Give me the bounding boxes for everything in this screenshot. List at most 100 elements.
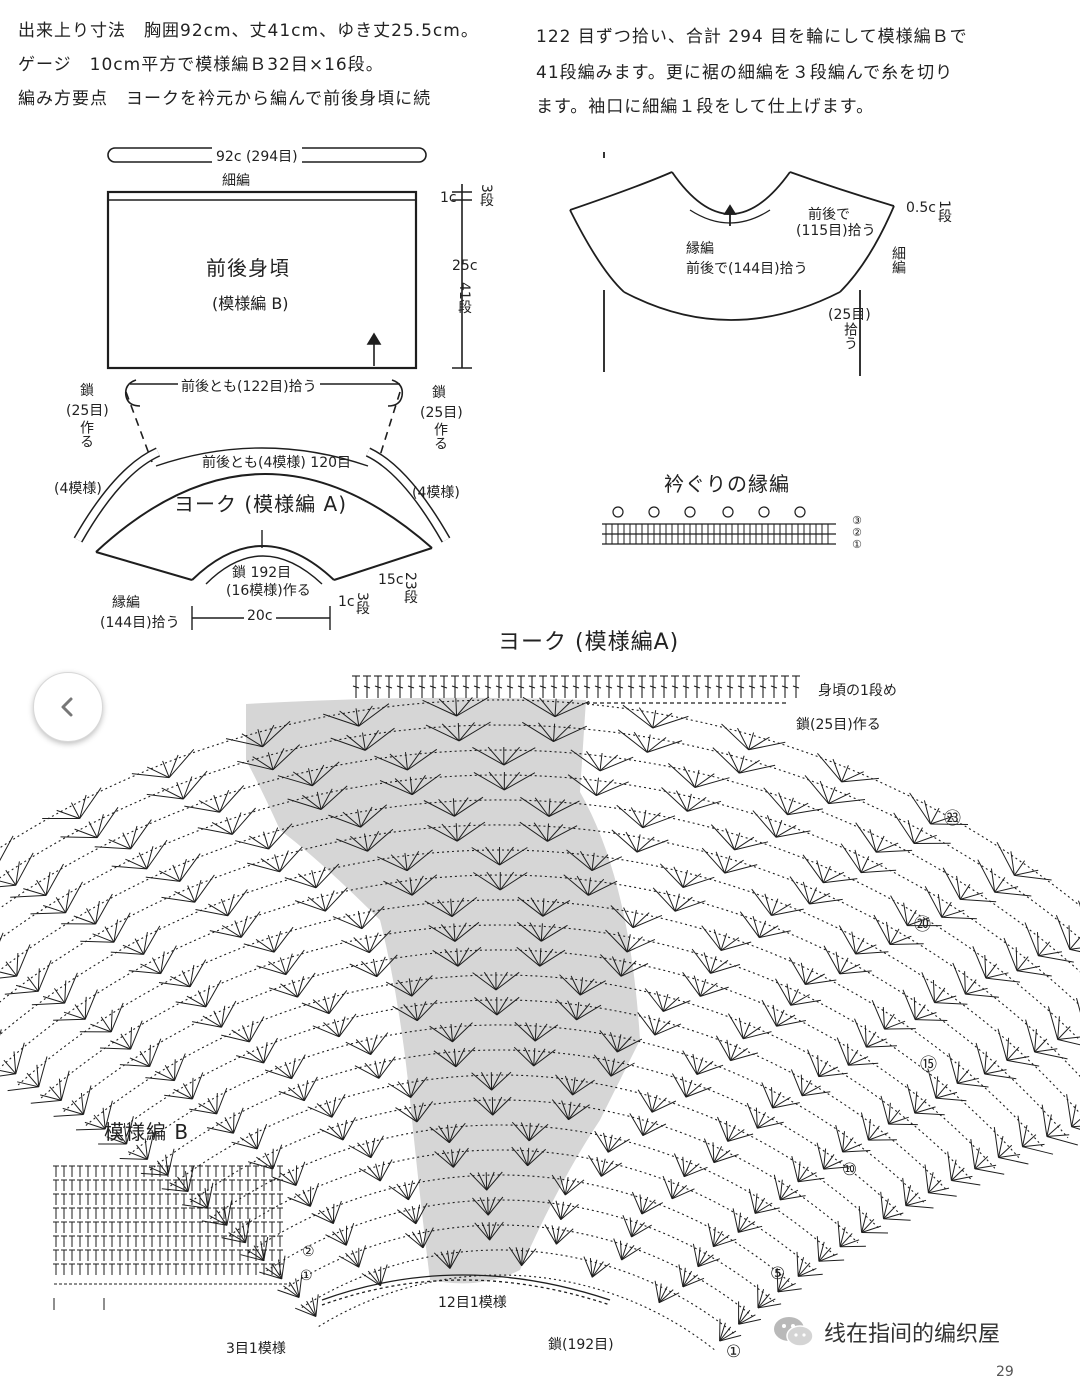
fan-stitch (1046, 1124, 1061, 1137)
fan-stitch (540, 923, 543, 942)
fan-stitch (364, 833, 369, 852)
fan-stitch (4, 990, 39, 995)
fan-stitch (563, 874, 589, 896)
fan-stitch (115, 1129, 127, 1145)
fan-stitch (752, 915, 760, 938)
fan-stitch (956, 1061, 960, 1084)
fan-stitch (70, 802, 81, 819)
fan-stitch (613, 1238, 623, 1261)
fan-stitch (924, 1164, 929, 1193)
fan-stitch (239, 1137, 258, 1150)
fan-stitch (37, 960, 52, 992)
stitch-mark (660, 685, 668, 689)
fan-stitch (197, 990, 207, 1008)
fan-stitch (802, 881, 810, 905)
fan-stitch (757, 1303, 782, 1309)
fan-stitch (146, 766, 170, 779)
chevron-left-icon (61, 697, 73, 717)
fan-stitch (416, 1101, 433, 1123)
fan-stitch (529, 922, 542, 942)
fan-stitch (990, 868, 996, 893)
fan-stitch (440, 924, 456, 942)
fan-stitch (128, 970, 161, 975)
fan-stitch (521, 1247, 530, 1266)
fan-stitch (616, 804, 644, 829)
fan-stitch (710, 964, 741, 974)
fan-stitch (111, 865, 147, 870)
fan-stitch (884, 1020, 906, 1030)
fan-stitch (388, 1185, 409, 1201)
fan-stitch (818, 1060, 829, 1077)
fan-stitch (260, 1241, 265, 1261)
stitch-mark (627, 685, 635, 689)
fan-stitch (662, 1175, 673, 1199)
fan-stitch (883, 1205, 897, 1220)
fan-stitch (508, 1246, 523, 1266)
fan-stitch (712, 1142, 715, 1163)
fan-stitch (452, 1148, 461, 1168)
fan-stitch (325, 887, 348, 912)
fan-stitch (836, 1037, 849, 1066)
fan-stitch (621, 1247, 642, 1261)
fan-stitch (632, 914, 663, 929)
fan-stitch (527, 1148, 538, 1167)
fan-stitch (1034, 1051, 1068, 1060)
fan-stitch (638, 707, 654, 729)
fan-stitch (486, 1171, 503, 1191)
fan-stitch (818, 1259, 845, 1262)
fan-stitch (60, 836, 98, 839)
fan-stitch (80, 1092, 84, 1115)
fan-stitch (274, 1065, 292, 1080)
fan-stitch (374, 1268, 381, 1286)
prev-image-button[interactable] (33, 672, 103, 742)
fan-stitch (559, 974, 581, 996)
stitch-mark (682, 685, 690, 689)
fan-stitch (791, 1155, 799, 1182)
fan-stitch (140, 1172, 169, 1176)
fan-stitch (499, 871, 515, 891)
fan-stitch (576, 1004, 602, 1021)
yoke-row-5: ⑤ (770, 1264, 786, 1284)
fan-stitch (277, 1289, 300, 1298)
fan-stitch (599, 756, 634, 772)
yoke-row-arc (284, 1224, 755, 1319)
fan-stitch (930, 807, 940, 825)
fan-stitch (106, 1136, 127, 1145)
fan-stitch (74, 828, 98, 839)
picot-mark (648, 506, 660, 518)
fan-stitch (951, 1180, 981, 1186)
fan-stitch (146, 793, 184, 800)
fan-stitch (301, 1002, 330, 1015)
fan-stitch (405, 1233, 424, 1249)
fan-stitch (161, 787, 184, 800)
fan-stitch (761, 1082, 774, 1109)
fan-stitch (240, 911, 261, 938)
fan-stitch (225, 738, 263, 748)
fan-stitch (542, 899, 571, 917)
fan-stitch (641, 1202, 664, 1215)
fan-stitch (553, 725, 588, 743)
fan-stitch (354, 1065, 380, 1079)
fan-stitch (263, 1037, 278, 1064)
fan-stitch (408, 1178, 421, 1201)
fan-stitch (687, 800, 722, 812)
fan-stitch (215, 1121, 234, 1134)
fan-stitch (599, 1030, 618, 1053)
collar-row-2: ② (852, 526, 862, 539)
pattern-b-grid (53, 1165, 290, 1310)
fan-stitch (122, 832, 132, 850)
fan-stitch (588, 880, 618, 896)
fan-stitch (292, 771, 313, 787)
yoke-row-arc (0, 774, 1080, 1007)
fan-stitch (906, 1084, 916, 1114)
fan-stitch (395, 1107, 418, 1123)
fan-stitch (658, 1292, 680, 1304)
fan-stitch (530, 897, 544, 917)
fan-stitch (1022, 1146, 1054, 1155)
fan-stitch (187, 885, 196, 903)
fan-stitch (771, 1087, 774, 1109)
fan-stitch (798, 1177, 825, 1183)
fan-stitch (542, 898, 558, 917)
fan-stitch (712, 747, 740, 774)
fan-stitch (281, 1255, 286, 1279)
